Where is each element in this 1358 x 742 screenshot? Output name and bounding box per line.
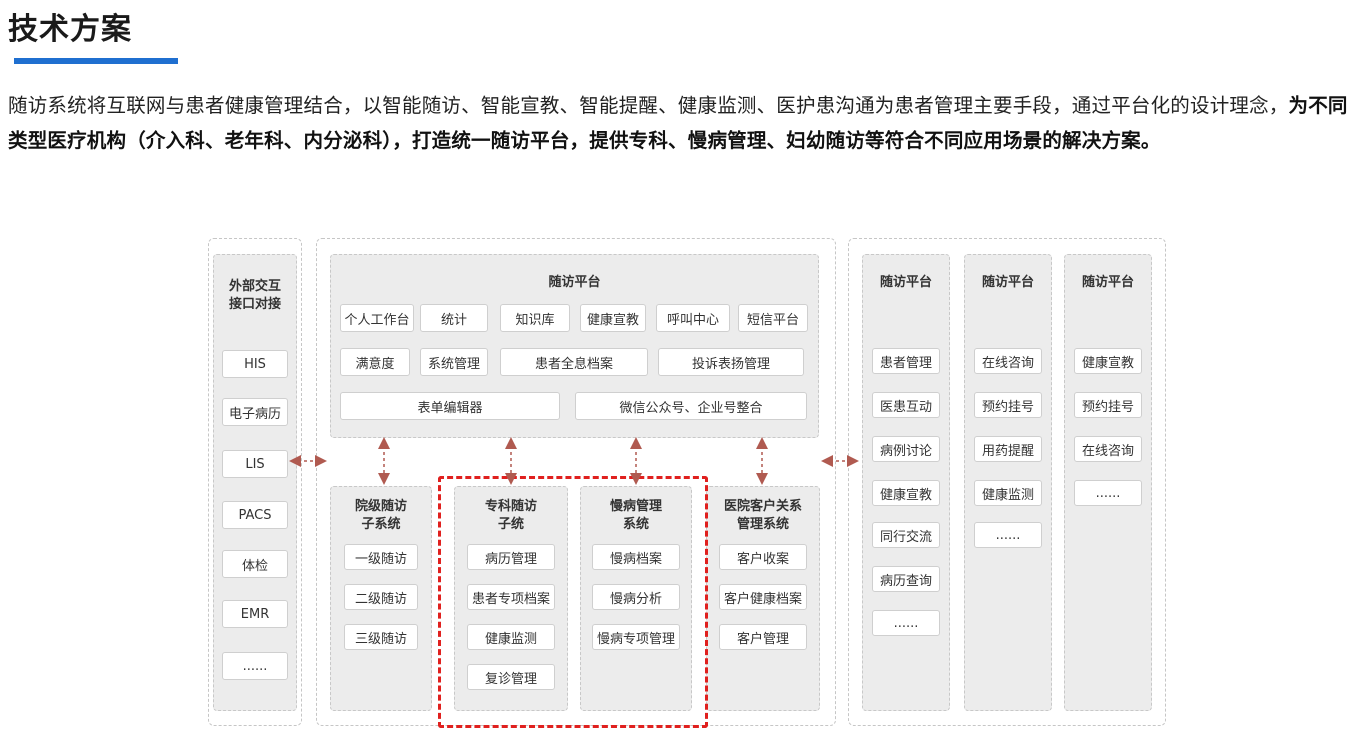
platform-module: 个人工作台 [340, 304, 414, 332]
side-panel-header: 随访平台 [1064, 274, 1152, 292]
intro-paragraph: 随访系统将互联网与患者健康管理结合，以智能随访、智能宣教、智能提醒、健康监测、医… [8, 88, 1353, 158]
subsystem-item: 病历管理 [467, 544, 555, 570]
subsystem-item: 三级随访 [344, 624, 418, 650]
subsystem-item: 客户健康档案 [719, 584, 807, 610]
platform-module: 表单编辑器 [340, 392, 560, 420]
header-line: 子系统 [361, 517, 401, 532]
header-line: 院级随访 [354, 499, 407, 514]
side-panel-item: 预约挂号 [974, 392, 1042, 418]
subsystem-item: 客户管理 [719, 624, 807, 650]
side-panel-item: 患者管理 [872, 348, 940, 374]
platform-module: 投诉表扬管理 [658, 348, 804, 376]
page-title: 技术方案 [8, 12, 132, 47]
side-panel-item: ...... [1074, 480, 1142, 506]
subsystem-header: 慢病管理系统 [580, 498, 692, 534]
header-line: 接口对接 [228, 297, 281, 312]
header-line: 慢病管理 [609, 499, 662, 514]
side-panel-item: 健康宣教 [1074, 348, 1142, 374]
subsystem-item: 慢病档案 [592, 544, 680, 570]
platform-module: 微信公众号、企业号整合 [575, 392, 807, 420]
header-line: 管理系统 [736, 517, 789, 532]
highlight-box [438, 476, 708, 728]
platform-module: 知识库 [500, 304, 570, 332]
header-line: 医院客户关系 [723, 499, 802, 514]
title-underline [14, 58, 178, 64]
side-panel-item: 病例讨论 [872, 436, 940, 462]
side-panel-item: 用药提醒 [974, 436, 1042, 462]
interface-item: EMR [222, 600, 288, 628]
subsystem-item: 患者专项档案 [467, 584, 555, 610]
subsystem-item: 客户收案 [719, 544, 807, 570]
subsystem-header: 医院客户关系管理系统 [706, 498, 820, 534]
platform-module: 短信平台 [738, 304, 808, 332]
side-panel-item: 医患互动 [872, 392, 940, 418]
external-interface-panel [213, 254, 297, 711]
side-panel-item: 在线咨询 [1074, 436, 1142, 462]
side-panel-header: 随访平台 [862, 274, 950, 292]
interface-item: LIS [222, 450, 288, 478]
platform-module: 健康宣教 [580, 304, 646, 332]
subsystem-header: 院级随访子系统 [330, 498, 432, 534]
side-panel-item: 在线咨询 [974, 348, 1042, 374]
subsystem-item: 二级随访 [344, 584, 418, 610]
platform-module: 满意度 [340, 348, 410, 376]
subsystem-header: 专科随访子统 [454, 498, 568, 534]
side-panel-item: 健康宣教 [872, 480, 940, 506]
subsystem-item: 慢病分析 [592, 584, 680, 610]
side-panel-item: ...... [974, 522, 1042, 548]
side-panel-item: 病历查询 [872, 566, 940, 592]
interface-item: ...... [222, 652, 288, 680]
header-line: 随访平台 [1081, 275, 1134, 290]
side-panel-item: 同行交流 [872, 522, 940, 548]
interface-item: 电子病历 [222, 398, 288, 426]
subsystem-item: 复诊管理 [467, 664, 555, 690]
header-line: 随访平台 [981, 275, 1034, 290]
intro-normal-text: 随访系统将互联网与患者健康管理结合，以智能随访、智能宣教、智能提醒、健康监测、医… [8, 94, 1289, 117]
header-line: 系统 [622, 517, 649, 532]
interface-item: HIS [222, 350, 288, 378]
platform-module: 统计 [420, 304, 488, 332]
side-panel-item: ...... [872, 610, 940, 636]
interface-item: 体检 [222, 550, 288, 578]
platform-module: 患者全息档案 [500, 348, 648, 376]
external-interface-header: 外部交互 接口对接 [213, 278, 297, 314]
side-panel-item: 预约挂号 [1074, 392, 1142, 418]
platform-module: 呼叫中心 [656, 304, 730, 332]
subsystem-item: 一级随访 [344, 544, 418, 570]
intro-bold-text: 为不同类型医疗机构（介入科、老年科、内分泌科），打造统一随访平台，提供专科、慢病… [8, 94, 1348, 152]
platform-header: 随访平台 [548, 275, 601, 290]
header-line: 子统 [497, 517, 524, 532]
header-line: 随访平台 [879, 275, 932, 290]
header-line: 外部交互 [228, 279, 281, 294]
platform-module: 系统管理 [420, 348, 488, 376]
interface-item: PACS [222, 501, 288, 529]
subsystem-item: 健康监测 [467, 624, 555, 650]
side-panel-header: 随访平台 [964, 274, 1052, 292]
side-panel-item: 健康监测 [974, 480, 1042, 506]
subsystem-item: 慢病专项管理 [592, 624, 680, 650]
header-line: 专科随访 [484, 499, 537, 514]
